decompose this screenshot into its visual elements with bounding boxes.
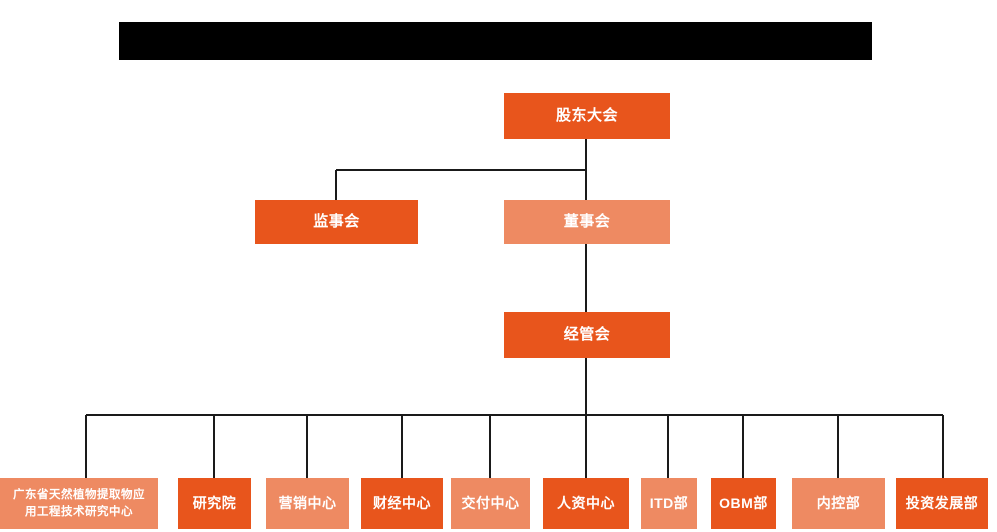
node-label: OBM部 (719, 494, 768, 511)
node-label: 人资中心 (557, 494, 615, 511)
node-research-institute[interactable]: 研究院 (178, 478, 251, 529)
node-finance-center[interactable]: 财经中心 (361, 478, 443, 529)
node-label: 股东大会 (555, 106, 618, 124)
node-itd-department[interactable]: ITD部 (641, 478, 697, 529)
node-label-line-2: 用工程技术研究中心 (25, 505, 133, 518)
node-board-of-supervisors[interactable]: 监事会 (255, 200, 418, 244)
node-hr-center[interactable]: 人资中心 (543, 478, 629, 529)
node-label: 经管会 (563, 325, 611, 343)
redacted-title-bar (119, 22, 872, 60)
node-board-of-directors[interactable]: 董事会 (504, 200, 670, 244)
node-label: 研究院 (192, 494, 237, 511)
node-label: 营销中心 (278, 494, 337, 511)
node-obm-department[interactable]: OBM部 (711, 478, 776, 529)
node-label-line-1: 广东省天然植物提取物应 (13, 488, 145, 501)
node-label: ITD部 (649, 494, 689, 511)
node-guangdong-engineering-research-center[interactable]: 广东省天然植物提取物应 用工程技术研究中心 (0, 478, 158, 529)
node-marketing-center[interactable]: 营销中心 (266, 478, 349, 529)
node-shareholders-meeting[interactable]: 股东大会 (504, 93, 670, 139)
node-label: 监事会 (313, 212, 360, 230)
node-label: 投资发展部 (905, 494, 979, 511)
node-delivery-center[interactable]: 交付中心 (451, 478, 530, 529)
node-label: 董事会 (563, 212, 611, 230)
node-label: 财经中心 (373, 494, 431, 511)
node-investment-development-department[interactable]: 投资发展部 (896, 478, 988, 529)
node-management-committee[interactable]: 经管会 (504, 312, 670, 358)
node-label: 内控部 (816, 494, 861, 511)
node-internal-control-department[interactable]: 内控部 (792, 478, 885, 529)
node-label: 交付中心 (461, 494, 520, 511)
